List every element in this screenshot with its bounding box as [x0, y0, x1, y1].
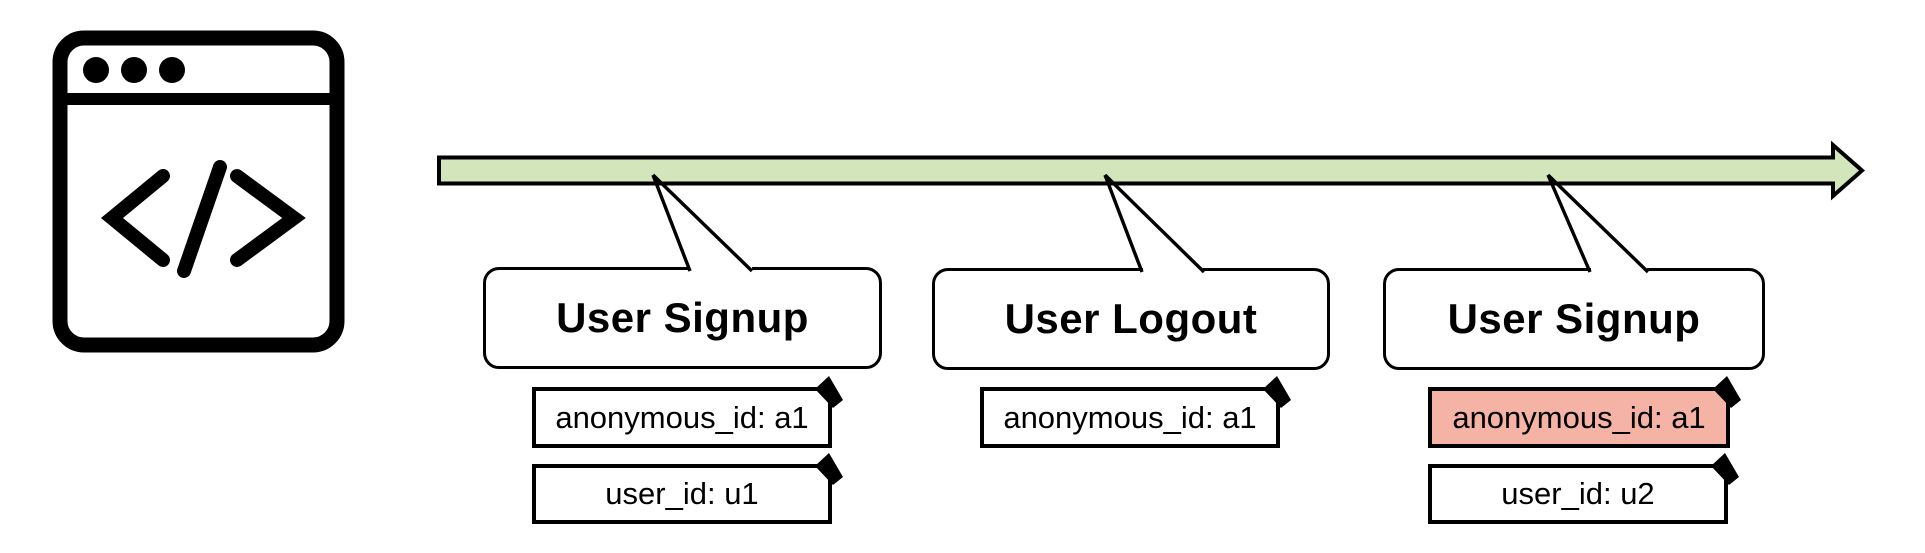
- callout-tail-3: [1546, 173, 1650, 274]
- note-user-id-3: user_id: u2: [1428, 464, 1728, 524]
- note-label: anonymous_id: a1: [1452, 399, 1706, 435]
- note-label: user_id: u2: [1501, 476, 1655, 511]
- window-dot-icon: [83, 57, 109, 83]
- note-label: anonymous_id: a1: [1003, 399, 1257, 435]
- callout-tail-2: [1103, 173, 1206, 274]
- event-title: User Signup: [556, 294, 809, 341]
- window-dot-icon: [159, 57, 185, 83]
- event-title: User Signup: [1447, 295, 1701, 342]
- code-glyph-icon: [100, 160, 306, 278]
- event-callout-2: User Logout: [932, 268, 1330, 370]
- callout-tail-1: [651, 173, 754, 273]
- note-user-id-1: user_id: u1: [532, 464, 832, 524]
- timeline-arrow: [437, 140, 1866, 201]
- note-label: user_id: u1: [605, 476, 759, 511]
- note-anonymous-id-2: anonymous_id: a1: [980, 387, 1280, 448]
- window-dot-icon: [121, 57, 147, 83]
- event-callout-1: User Signup: [483, 267, 882, 369]
- note-label: anonymous_id: a1: [555, 399, 809, 435]
- note-anonymous-id-1: anonymous_id: a1: [532, 387, 832, 448]
- event-title: User Logout: [1004, 295, 1258, 342]
- event-callout-3: User Signup: [1383, 268, 1765, 370]
- note-anonymous-id-3-highlighted: anonymous_id: a1: [1428, 387, 1730, 448]
- browser-window-code-icon: [52, 30, 345, 353]
